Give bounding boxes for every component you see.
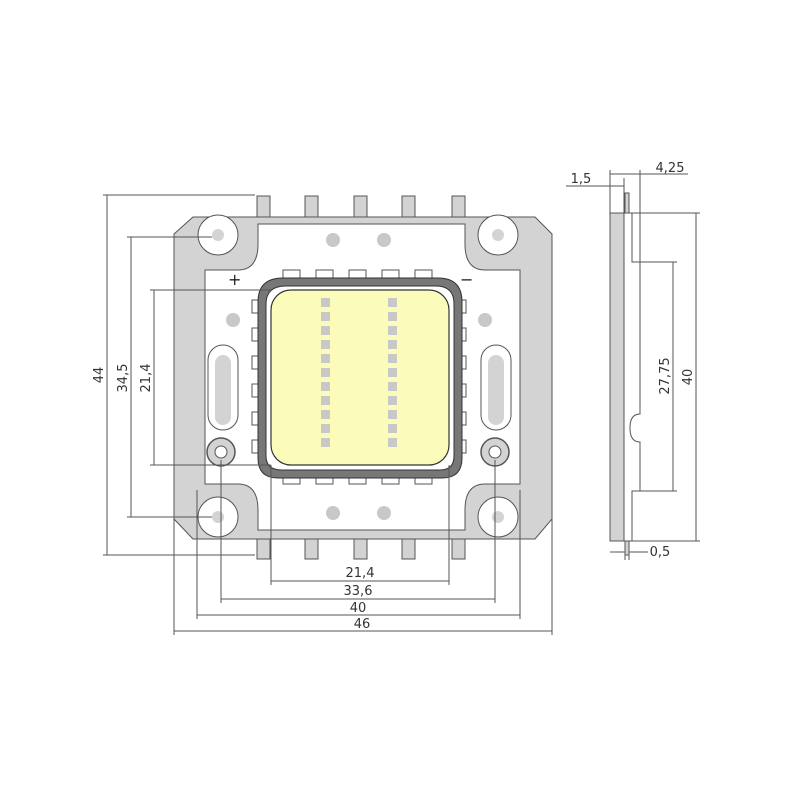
side-bottom-pin [624,540,630,556]
board-dots [226,233,492,520]
dim-width-holes: 40 [350,601,367,616]
side-dimension-lines [566,170,700,560]
led-die [270,289,450,466]
dim-width-die: 21,4 [346,566,375,581]
top-pins [256,195,466,219]
led-chips-right-column [388,298,397,447]
side-top-pin [624,192,630,214]
dim-side-thickness-total: 4,25 [656,161,685,176]
polarity-minus: − [460,270,473,289]
side-substrate [609,212,625,542]
side-view: 1,5 4,25 40 27,75 0,5 [566,161,700,560]
vertical-dimension-lines [103,194,271,556]
dim-height-holes: 34,5 [116,364,131,393]
solder-slots [207,344,512,431]
bottom-pins [256,536,466,560]
dim-side-lead: 0,5 [650,545,671,560]
dim-side-height-total: 40 [681,369,696,386]
bond-pad-holes [206,437,510,467]
dim-side-thickness-base: 1,5 [571,172,592,187]
polarity-plus: + [228,270,241,289]
led-chips-left-column [321,298,330,447]
dim-side-height-lens: 27,75 [658,357,673,394]
side-board [623,212,641,542]
front-view: + − [92,194,553,635]
dim-height-total: 44 [92,367,107,384]
horizontal-dimension-lines [173,460,553,635]
dim-width-pads: 33,6 [344,584,373,599]
dim-height-die: 21,4 [139,364,154,393]
dim-width-total: 46 [354,617,371,632]
